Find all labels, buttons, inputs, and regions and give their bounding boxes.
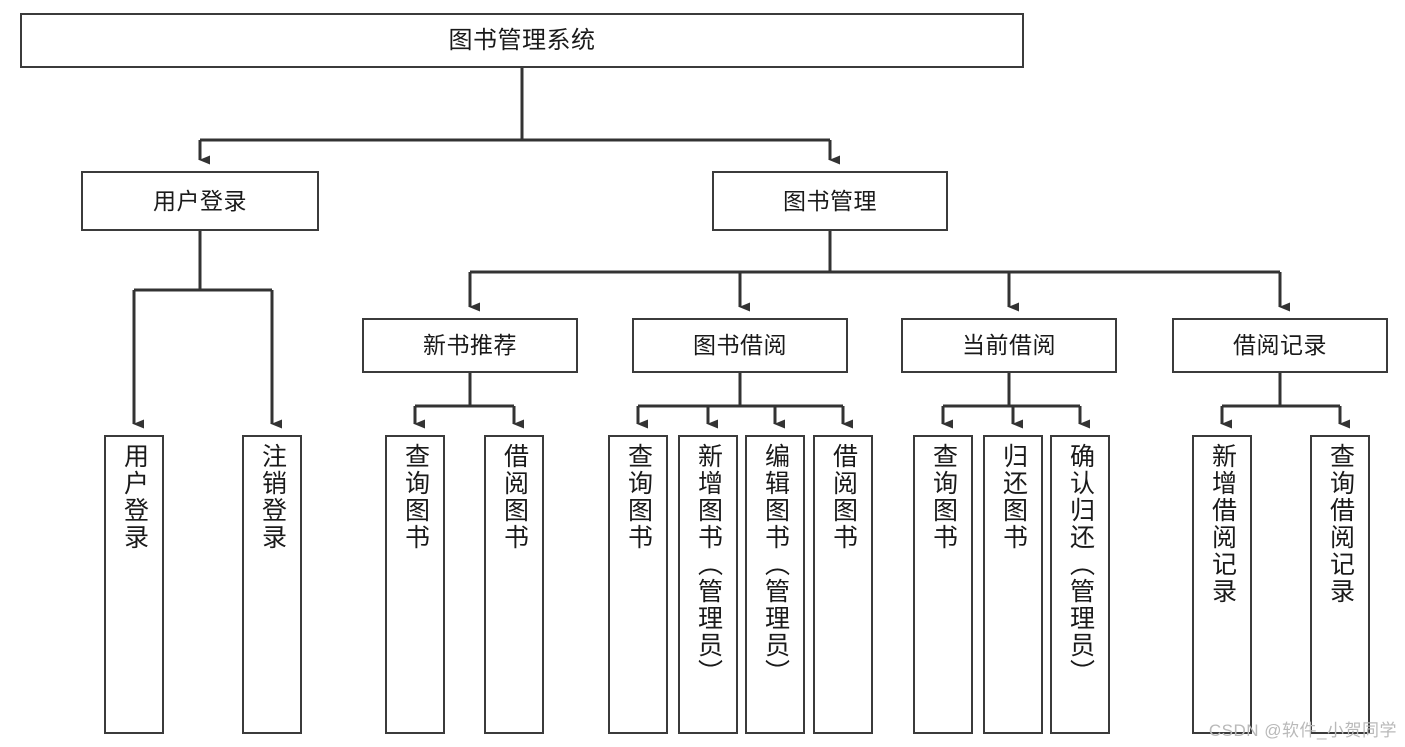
- node-leaf-borrow-book-1[interactable]: 借阅图书: [484, 435, 544, 734]
- node-leaf-query-book-2[interactable]: 查询图书: [608, 435, 668, 734]
- node-leaf-query-book-3[interactable]: 查询图书: [913, 435, 973, 734]
- node-leaf-confirm-return-admin[interactable]: 确认归还（管理员）: [1050, 435, 1110, 734]
- node-book-borrow-label: 图书借阅: [693, 332, 787, 359]
- node-book-manage[interactable]: 图书管理: [712, 171, 948, 231]
- node-leaf-query-borrow-record-label: 查询借阅记录: [1326, 443, 1355, 605]
- node-leaf-add-book-admin[interactable]: 新增图书（管理员）: [678, 435, 738, 734]
- node-new-book-recommend-label: 新书推荐: [423, 332, 517, 359]
- node-leaf-query-book-1[interactable]: 查询图书: [385, 435, 445, 734]
- watermark: CSDN @软件_小贺同学: [1208, 721, 1397, 740]
- node-leaf-borrow-book-1-label: 借阅图书: [500, 443, 529, 551]
- node-leaf-query-book-1-label: 查询图书: [401, 443, 430, 551]
- node-leaf-confirm-return-admin-label: 确认归还（管理员）: [1066, 443, 1095, 686]
- node-leaf-user-login[interactable]: 用户登录: [104, 435, 164, 734]
- node-leaf-query-book-3-label: 查询图书: [929, 443, 958, 551]
- node-leaf-add-borrow-record-label: 新增借阅记录: [1208, 443, 1237, 605]
- node-leaf-query-borrow-record[interactable]: 查询借阅记录: [1310, 435, 1370, 734]
- node-root[interactable]: 图书管理系统: [20, 13, 1024, 68]
- node-leaf-query-book-2-label: 查询图书: [624, 443, 653, 551]
- node-user-login-label: 用户登录: [153, 187, 247, 214]
- node-leaf-return-book[interactable]: 归还图书: [983, 435, 1043, 734]
- node-leaf-borrow-book-2[interactable]: 借阅图书: [813, 435, 873, 734]
- node-leaf-add-borrow-record[interactable]: 新增借阅记录: [1192, 435, 1252, 734]
- node-leaf-borrow-book-2-label: 借阅图书: [829, 443, 858, 551]
- node-current-borrow-label: 当前借阅: [962, 332, 1056, 359]
- node-leaf-user-logout-label: 注销登录: [258, 443, 287, 551]
- node-leaf-user-login-label: 用户登录: [120, 443, 149, 551]
- node-user-login[interactable]: 用户登录: [81, 171, 319, 231]
- node-leaf-user-logout[interactable]: 注销登录: [242, 435, 302, 734]
- node-leaf-edit-book-admin-label: 编辑图书（管理员）: [761, 443, 790, 686]
- node-borrow-record-label: 借阅记录: [1233, 332, 1327, 359]
- node-borrow-record[interactable]: 借阅记录: [1172, 318, 1388, 373]
- node-book-borrow[interactable]: 图书借阅: [632, 318, 848, 373]
- node-leaf-edit-book-admin[interactable]: 编辑图书（管理员）: [745, 435, 805, 734]
- node-leaf-add-book-admin-label: 新增图书（管理员）: [694, 443, 723, 686]
- node-book-manage-label: 图书管理: [783, 187, 877, 214]
- node-new-book-recommend[interactable]: 新书推荐: [362, 318, 578, 373]
- node-leaf-return-book-label: 归还图书: [999, 443, 1028, 551]
- node-root-label: 图书管理系统: [448, 26, 596, 54]
- node-current-borrow[interactable]: 当前借阅: [901, 318, 1117, 373]
